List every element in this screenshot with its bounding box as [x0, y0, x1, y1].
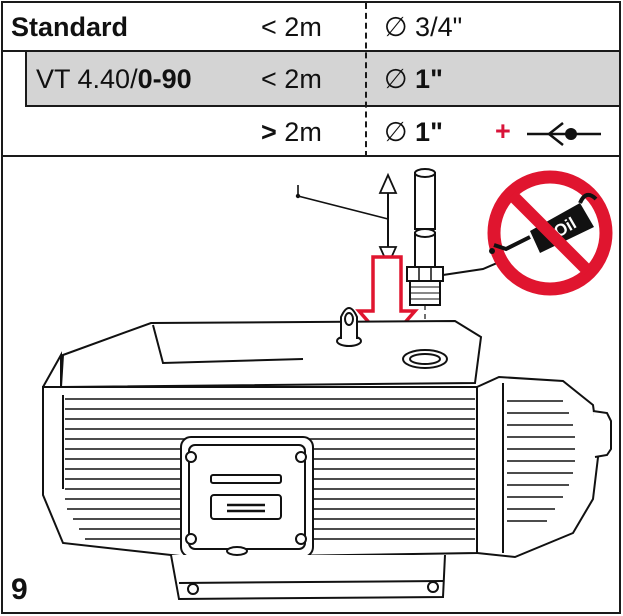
terminal-box: [180, 436, 314, 558]
oil-can-icon: Oil: [489, 192, 598, 254]
divider: [3, 50, 619, 52]
prohibition-sign-icon: Oil: [487, 170, 613, 296]
table-row-long: > 2m ∅ 1" +: [3, 107, 619, 157]
table-row-model: VT 4.40/0-90 < 2m ∅ 1": [3, 52, 619, 107]
pump-base: [170, 546, 446, 601]
row-shading: [25, 52, 619, 107]
pipe-upper: [414, 168, 436, 230]
diameter-value: ∅ 1": [384, 117, 443, 147]
column-divider: [365, 3, 367, 157]
pump-diagram: Oil: [42, 168, 613, 601]
pipe-fitting: [406, 228, 519, 357]
plus-sign: +: [495, 116, 511, 146]
double-arrow-icon: [378, 172, 398, 268]
row-label-standard: Standard: [11, 12, 129, 42]
leader-line: [297, 185, 389, 220]
length-condition: < 2m: [261, 64, 322, 94]
check-valve-icon: [527, 122, 601, 146]
diameter-value: ∅ 3/4": [384, 12, 463, 42]
row-label-model: VT 4.40/0-90: [36, 64, 192, 94]
length-condition: > 2m: [261, 117, 322, 147]
figure-number: 9: [11, 573, 28, 606]
diameter-value: ∅ 1": [384, 64, 443, 94]
length-condition: < 2m: [261, 12, 322, 42]
table-row-standard: Standard < 2m ∅ 3/4": [3, 3, 619, 52]
